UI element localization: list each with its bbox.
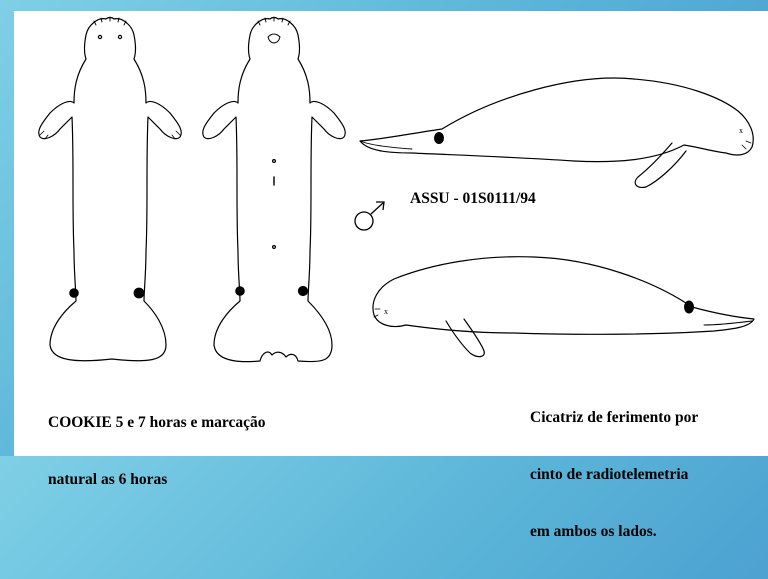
cookie-caption-line: natural as 6 horas (48, 470, 266, 489)
manatee-ventral-view (203, 17, 346, 362)
identification-label: ASSU - 01S0111/94 (410, 189, 536, 208)
manatee-lateral-right-view: x (360, 78, 753, 187)
male-symbol-icon (350, 197, 398, 235)
scar-caption: Cicatriz de ferimento por cinto de radio… (530, 370, 698, 579)
scar-mark (434, 132, 444, 144)
scar-mark-left (70, 289, 78, 297)
scar-mark (684, 301, 694, 314)
svg-text:x: x (384, 307, 388, 316)
scar-caption-line: em ambos os lados. (530, 522, 698, 541)
manatee-lateral-left-view: x (373, 257, 754, 357)
scar-caption-line: Cicatriz de ferimento por (530, 408, 698, 427)
diagram-sheet: x x ASSU - 01S0111/94 COOKIE 5 e 7 horas… (14, 11, 768, 456)
cookie-caption: COOKIE 5 e 7 horas e marcação natural as… (48, 375, 266, 527)
scar-mark-right (299, 287, 308, 296)
scar-caption-line: cinto de radiotelemetria (530, 465, 698, 484)
svg-text:x: x (739, 126, 743, 135)
scar-mark-left (236, 287, 244, 295)
cookie-caption-line: COOKIE 5 e 7 horas e marcação (48, 413, 266, 432)
scar-mark-right (134, 288, 144, 298)
manatee-dorsal-view (39, 17, 182, 361)
